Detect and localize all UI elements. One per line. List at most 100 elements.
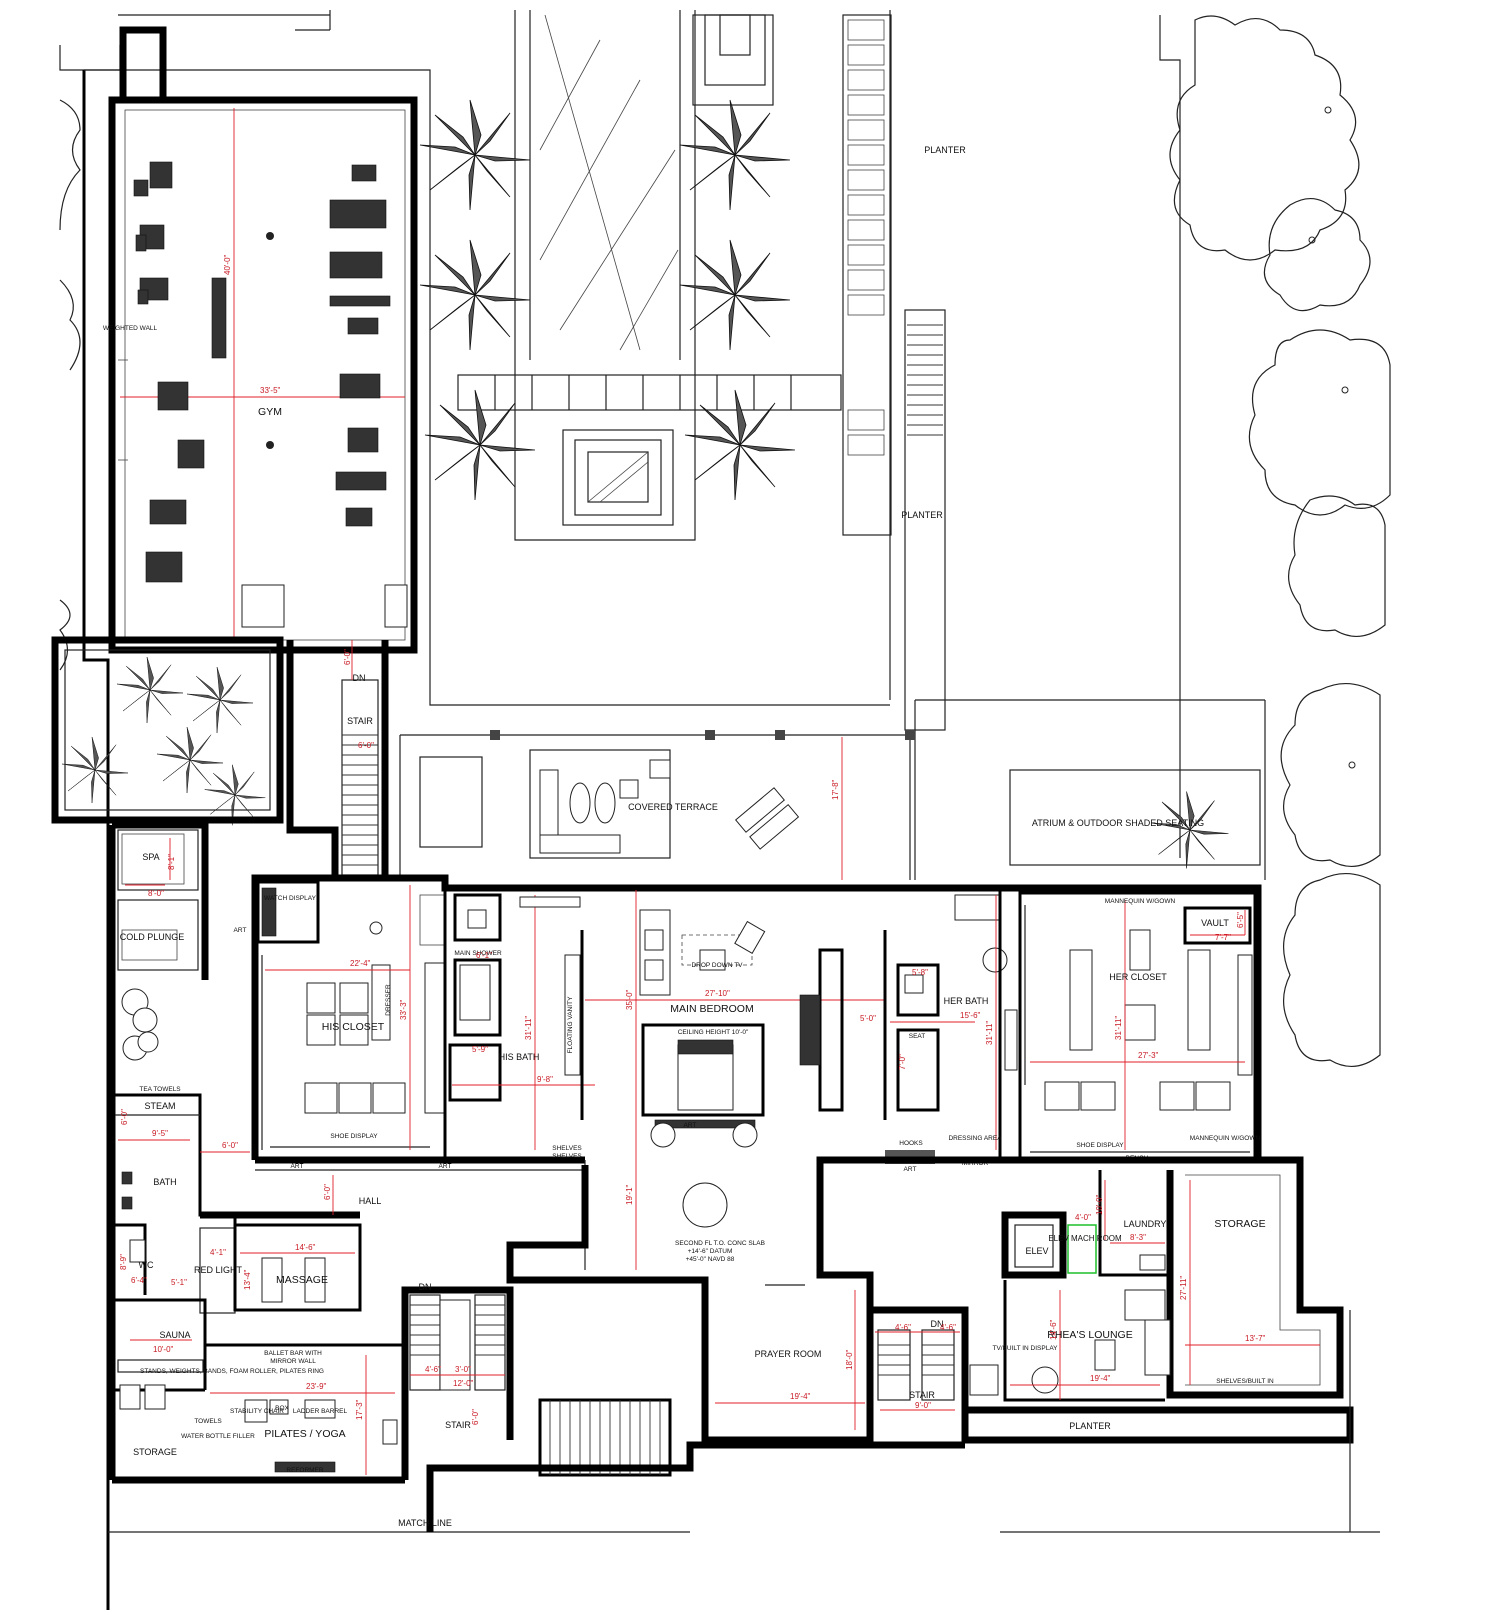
note-ladder-barrel: LADDER BARREL [293, 1408, 348, 1415]
dim-storage-h: 27'-11" [1179, 1276, 1188, 1300]
dim-stair-h: 6'-0" [471, 1409, 480, 1425]
dim-lounge-h: 14'-6" [1049, 1319, 1058, 1340]
dim-massage-width: 14'-6" [295, 1243, 316, 1252]
note-shelves-built-in: SHELVES/BUILT IN [1216, 1378, 1274, 1385]
right-stair [870, 1306, 969, 1440]
dim-stair-w1: 4'-6" [425, 1365, 441, 1374]
note-slab-1: SECOND FL T.O. CONC SLAB [675, 1240, 765, 1247]
note-shoe-display-his: SHOE DISPLAY [330, 1133, 378, 1140]
dim-steam-height: 6'-0" [120, 1109, 129, 1125]
note-art-her: ART [904, 1166, 917, 1173]
label-dn-upper: DN [353, 673, 366, 683]
note-stability-chair: STABILITY CHAIR [230, 1408, 284, 1415]
label-massage: MASSAGE [276, 1274, 328, 1286]
dim-sauna-width: 10'-0" [153, 1345, 174, 1354]
note-water-bottle: WATER BOTTLE FILLER [181, 1433, 255, 1440]
wellness-wing [108, 821, 405, 1484]
dim-bed-w: 27'-10" [705, 989, 730, 998]
dim-prayer-w: 19'-4" [790, 1392, 811, 1401]
dim-stair-w3: 12'-0" [453, 1379, 474, 1388]
covered-terrace [399, 730, 1261, 880]
prayer-room [715, 1284, 865, 1430]
label-covered-terrace: COVERED TERRACE [628, 802, 718, 812]
dim-elev-a: 4'-0" [1075, 1213, 1091, 1222]
svg-text:SHELVES: SHELVES [552, 1153, 582, 1160]
label-elev: ELEV [1025, 1246, 1048, 1256]
note-mannequin-2: MANNEQUIN W/GOWN [1190, 1135, 1261, 1142]
her-closet [1018, 891, 1257, 1160]
label-spa: SPA [142, 852, 159, 862]
label-sauna: SAUNA [159, 1330, 190, 1340]
dim-steam-width: 9'-5" [152, 1129, 168, 1138]
note-shelves: SHELVES [552, 1145, 582, 1152]
label-her-bath: HER BATH [944, 996, 989, 1006]
note-hooks: HOOKS [899, 1140, 923, 1147]
label-storage-right: STORAGE [1214, 1218, 1265, 1230]
dim-laundry-h: 10'-0" [1095, 1194, 1104, 1215]
dim-vault-w: 7'-7" [1215, 933, 1231, 942]
hall-core: ART ART SHELVES [200, 1153, 1258, 1444]
label-main-bedroom: MAIN BEDROOM [670, 1003, 753, 1015]
note-seat: SEAT [909, 1033, 926, 1040]
label-planter-top: PLANTER [924, 145, 966, 155]
label-stair-right: STAIR [909, 1390, 935, 1400]
dim-main-h: 19'-1" [625, 1184, 634, 1205]
label-rheas-lounge: RHEA'S LOUNGE [1047, 1329, 1132, 1341]
dim-gym-width: 33'-5" [260, 386, 281, 395]
note-watch-display: WATCH DISPLAY [264, 895, 317, 902]
dim-red-light-h: 13'-4" [243, 1269, 252, 1290]
note-box: BOX [275, 1405, 289, 1412]
note-tv-built-in: TV/BUILT IN DISPLAY [992, 1345, 1058, 1352]
dim-pilates-width: 23'-9" [306, 1382, 327, 1391]
dim-gym-height: 40'-0" [223, 254, 232, 275]
label-vault: VAULT [1201, 918, 1229, 928]
dim-her-bath-w: 15'-6" [960, 1011, 981, 1020]
label-storage-left: STORAGE [133, 1447, 177, 1457]
dim-her-closet-w: 27'-3" [1138, 1051, 1159, 1060]
svg-text:ART: ART [439, 1163, 452, 1170]
note-ceiling-height: CEILING HEIGHT 10'-0" [678, 1029, 749, 1036]
note-art-his: ART [234, 927, 247, 934]
note-tea-towels: TEA TOWELS [139, 1086, 181, 1093]
dim-his-bath-h: 31'-11" [524, 1016, 533, 1040]
dim-laundry-w: 8'-3" [1130, 1233, 1146, 1242]
dim-hall-a: 6'-0" [222, 1141, 238, 1150]
label-steam: STEAM [144, 1101, 175, 1111]
dim-lounge-w: 19'-4" [1090, 1374, 1111, 1383]
label-his-closet: HIS CLOSET [322, 1021, 385, 1033]
note-weighted-wall: WEIGHTED WALL [103, 325, 158, 332]
note-ballet-2: MIRROR WALL [270, 1358, 316, 1365]
dim-terrace-height: 17'-8" [831, 779, 840, 800]
label-wc: WC [139, 1260, 154, 1270]
note-main-shower: MAIN SHOWER [454, 950, 502, 957]
dim-her-c: 5'-0" [860, 1014, 876, 1023]
dim-his-bath-w: 9'-8" [537, 1075, 553, 1084]
label-planter-bottom: PLANTER [1069, 1421, 1111, 1431]
label-stair-lower: STAIR [445, 1420, 471, 1430]
his-closet [251, 874, 1262, 1164]
main-bedroom [584, 890, 885, 1270]
dim-spa-height: 8'-1" [167, 854, 176, 870]
svg-text:ART: ART [291, 1163, 304, 1170]
note-reformer: REFORMER [286, 1467, 324, 1474]
dim-her-a: 5'-8" [912, 968, 928, 977]
dim-prayer-h: 18'-0" [845, 1349, 854, 1370]
dim-pilates-height: 17'-3" [355, 1399, 364, 1420]
dim-red-light-w: 4'-1" [210, 1248, 226, 1257]
dim-storage-w: 13'-7" [1245, 1334, 1266, 1343]
gym [108, 26, 418, 654]
dim-her-b: 7'-0" [898, 1054, 907, 1070]
dim-shower-width: 6'-1" [476, 951, 492, 960]
dim-wc-c: 5'-1" [171, 1278, 187, 1287]
service-wing [961, 1156, 1354, 1532]
dim-bed-h: 35'-0" [625, 989, 634, 1010]
label-her-closet: HER CLOSET [1109, 972, 1167, 982]
label-his-bath: HIS BATH [499, 1052, 540, 1062]
note-slab-3: +45'-0" NAVD 88 [686, 1256, 735, 1263]
palm-tree-group [61, 99, 1229, 869]
label-prayer-room: PRAYER ROOM [755, 1349, 822, 1359]
note-mannequin-1: MANNEQUIN W/GOWN [1105, 898, 1176, 905]
dim-her-closet-h: 31'-11" [1114, 1016, 1123, 1040]
note-floating-vanity: FLOATING VANITY [567, 996, 574, 1053]
